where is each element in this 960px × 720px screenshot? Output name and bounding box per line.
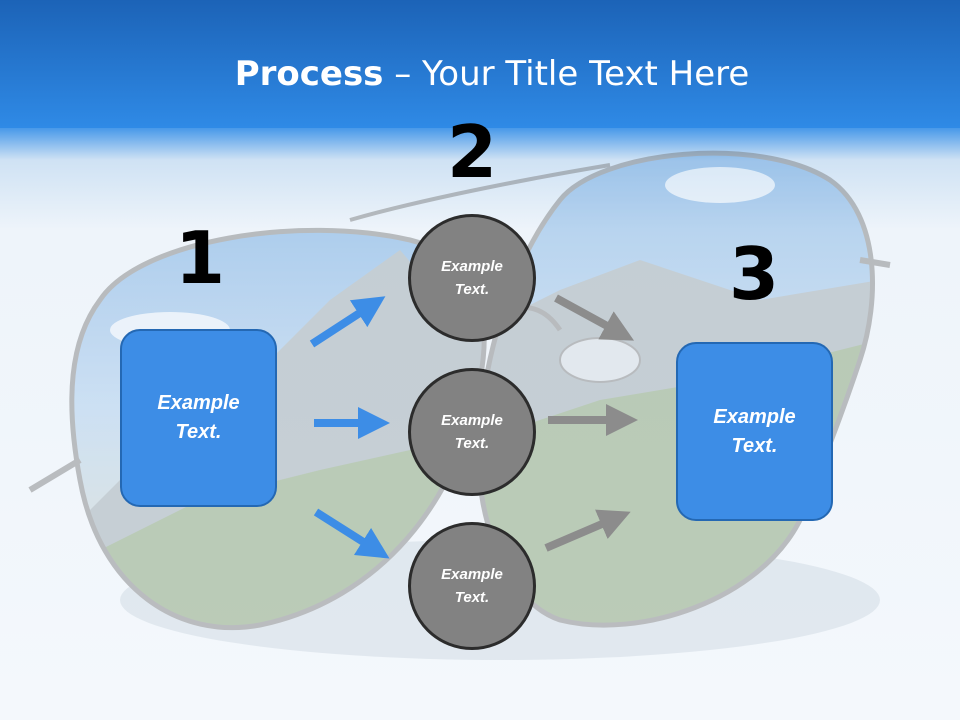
arrow-blue-up [309, 296, 386, 348]
step-number-1: 1 [174, 216, 226, 300]
step-2-circle-top: Example Text. [408, 214, 536, 342]
step-3-line1: Example [713, 405, 796, 428]
step-1-box: Example Text. [120, 329, 277, 507]
circle-middle-line1: Example [441, 412, 503, 429]
circle-top-line2: Text. [454, 281, 490, 298]
circle-bottom-line2: Text. [454, 589, 490, 606]
arrow-gray-up [544, 509, 631, 552]
step-1-line2: Text. [175, 421, 222, 443]
arrow-blue-down [313, 508, 390, 559]
step-number-3: 3 [728, 232, 780, 316]
step-2-circle-bottom: Example Text. [408, 522, 536, 650]
slide-title: Process – Your Title Text Here [0, 52, 960, 96]
title-bold: Process [234, 54, 384, 94]
title-rest: – Your Title Text Here [383, 54, 750, 94]
step-number-2: 2 [446, 110, 498, 194]
step-2-circle-middle: Example Text. [408, 368, 536, 496]
step-3-box: Example Text. [676, 342, 833, 521]
step-3-line2: Text. [731, 434, 778, 457]
circle-bottom-line1: Example [441, 566, 503, 583]
circle-top-line1: Example [441, 258, 503, 275]
circle-middle-line2: Text. [454, 435, 490, 452]
arrow-gray-down [554, 294, 635, 341]
step-1-line1: Example [157, 392, 240, 414]
title-bar [0, 0, 960, 128]
